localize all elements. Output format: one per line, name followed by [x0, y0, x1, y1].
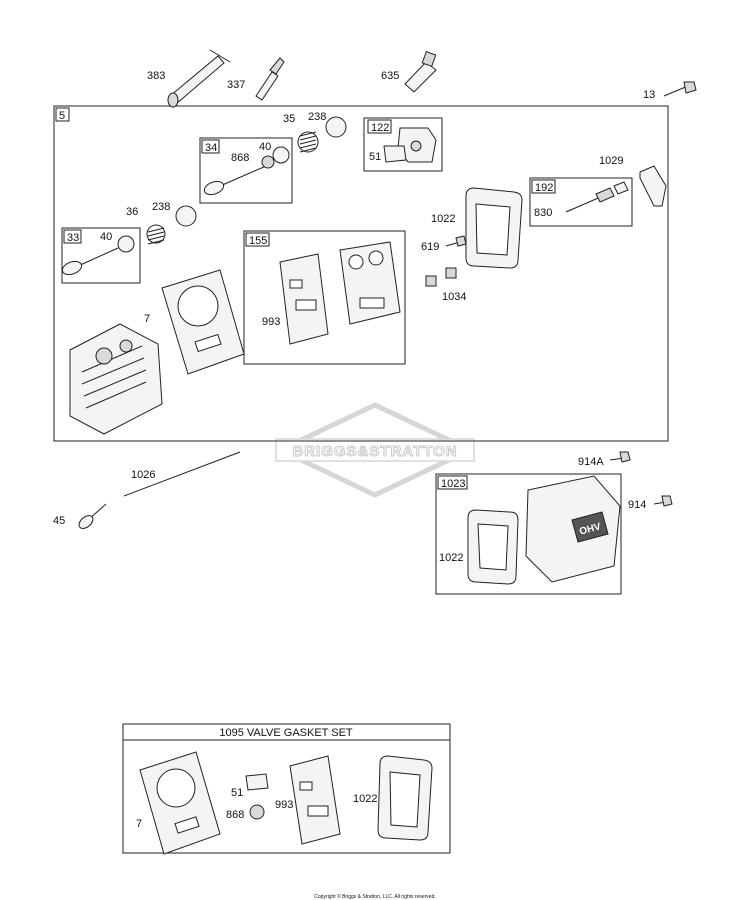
part-number-383: 383	[147, 70, 165, 82]
part-number-7-set: 7	[136, 818, 142, 830]
brand-watermark: BRIGGS&STRATTON	[274, 402, 476, 498]
part-number-13: 13	[643, 89, 655, 101]
part-383-spark-plug-wrench	[167, 49, 231, 108]
part-number-1029: 1029	[599, 155, 623, 167]
group-1023-frame	[435, 473, 622, 595]
part-number-122: 122	[371, 122, 389, 134]
part-number-34: 34	[205, 142, 217, 154]
part-number-40-top: 40	[259, 141, 271, 153]
part-number-1023: 1023	[441, 478, 465, 490]
part-619-screw	[445, 235, 467, 247]
part-number-51-set: 51	[231, 787, 243, 799]
part-635	[404, 51, 437, 93]
valve-gasket-set-frame	[122, 723, 451, 854]
set-part-51-gasket	[245, 773, 269, 791]
part-number-868-top: 868	[231, 152, 249, 164]
part-number-33: 33	[67, 232, 79, 244]
part-1034-nut	[425, 267, 457, 287]
part-914-screw	[653, 495, 673, 507]
part-36-valve-spring	[146, 224, 166, 245]
part-number-36: 36	[126, 206, 138, 218]
part-45-tappet	[78, 503, 107, 529]
cylinder-head	[69, 323, 163, 435]
part-35-valve-spring	[297, 131, 319, 153]
callout-box-1023	[437, 475, 468, 490]
part-238-valve-cap-lower	[175, 205, 197, 227]
part-number-914: 914	[628, 499, 646, 511]
part-1029-rocker-arm	[639, 165, 667, 207]
part-number-1034: 1034	[442, 291, 466, 303]
group-155-frame	[243, 230, 406, 365]
part-1023-rocker-cover: OHV	[525, 475, 621, 583]
callout-box-155	[245, 232, 270, 247]
part-number-5: 5	[59, 110, 65, 122]
part-number-238-top: 238	[308, 111, 326, 123]
set-part-7-head-gasket	[139, 751, 221, 855]
part-13-bolt	[663, 81, 697, 97]
part-51-gasket	[383, 145, 407, 163]
part-number-1022-middle: 1022	[439, 552, 463, 564]
copyright-notice: Copyright © Briggs & Stratton, LLC. All …	[314, 893, 436, 900]
part-number-238-lower: 238	[152, 201, 170, 213]
part-number-337: 337	[227, 79, 245, 91]
group-33-frame	[61, 227, 141, 284]
part-number-35: 35	[283, 113, 295, 125]
callout-box-122	[367, 119, 392, 134]
part-914A-screw	[609, 451, 631, 463]
part-number-1022-set: 1022	[353, 793, 377, 805]
part-34-exhaust-valve	[203, 165, 267, 196]
cylinder-head-assembly-frame	[53, 105, 669, 442]
set-part-993-intake-gasket	[289, 755, 341, 845]
part-number-40-lower: 40	[100, 231, 112, 243]
set-part-1022-gasket	[377, 755, 433, 841]
part-number-635: 635	[381, 70, 399, 82]
group-192-frame	[529, 177, 633, 227]
part-number-619: 619	[421, 241, 439, 253]
callout-box-5	[55, 107, 70, 122]
part-33-intake-valve	[61, 247, 119, 276]
group-122-frame	[363, 117, 443, 172]
part-868-seal	[261, 155, 275, 169]
callout-box-192	[531, 179, 556, 194]
group-34-frame	[199, 137, 293, 204]
part-number-993-set: 993	[275, 799, 293, 811]
part-1022-gasket-in-1023	[467, 509, 519, 585]
part-number-1026: 1026	[131, 469, 155, 481]
part-number-993-upper: 993	[262, 316, 280, 328]
part-1026-push-rod	[123, 451, 241, 497]
part-40-retainer-lower	[117, 235, 135, 253]
part-number-192: 192	[535, 182, 553, 194]
callout-box-33	[63, 229, 82, 244]
part-830-rocker-stud	[565, 181, 629, 213]
part-number-1022-upper: 1022	[431, 213, 455, 225]
part-number-914A: 914A	[578, 456, 604, 468]
callout-box-34	[201, 139, 220, 154]
watermark-text: BRIGGS&STRATTON	[292, 443, 457, 460]
part-number-830: 830	[534, 207, 552, 219]
part-155-intake-spacer	[339, 241, 401, 325]
part-number-45: 45	[53, 515, 65, 527]
set-part-868-seal	[249, 804, 265, 820]
part-number-7-upper: 7	[144, 313, 150, 325]
part-993-intake-gasket	[279, 253, 329, 345]
part-number-51-top: 51	[369, 151, 381, 163]
part-337-spark-plug	[255, 57, 285, 101]
valve-gasket-set-title: 1095 VALVE GASKET SET	[219, 727, 353, 739]
part-238-valve-cap	[325, 116, 347, 138]
part-number-155: 155	[249, 235, 267, 247]
part-number-868-set: 868	[226, 809, 244, 821]
part-7-head-gasket	[161, 269, 245, 375]
part-40-retainer	[272, 146, 290, 164]
